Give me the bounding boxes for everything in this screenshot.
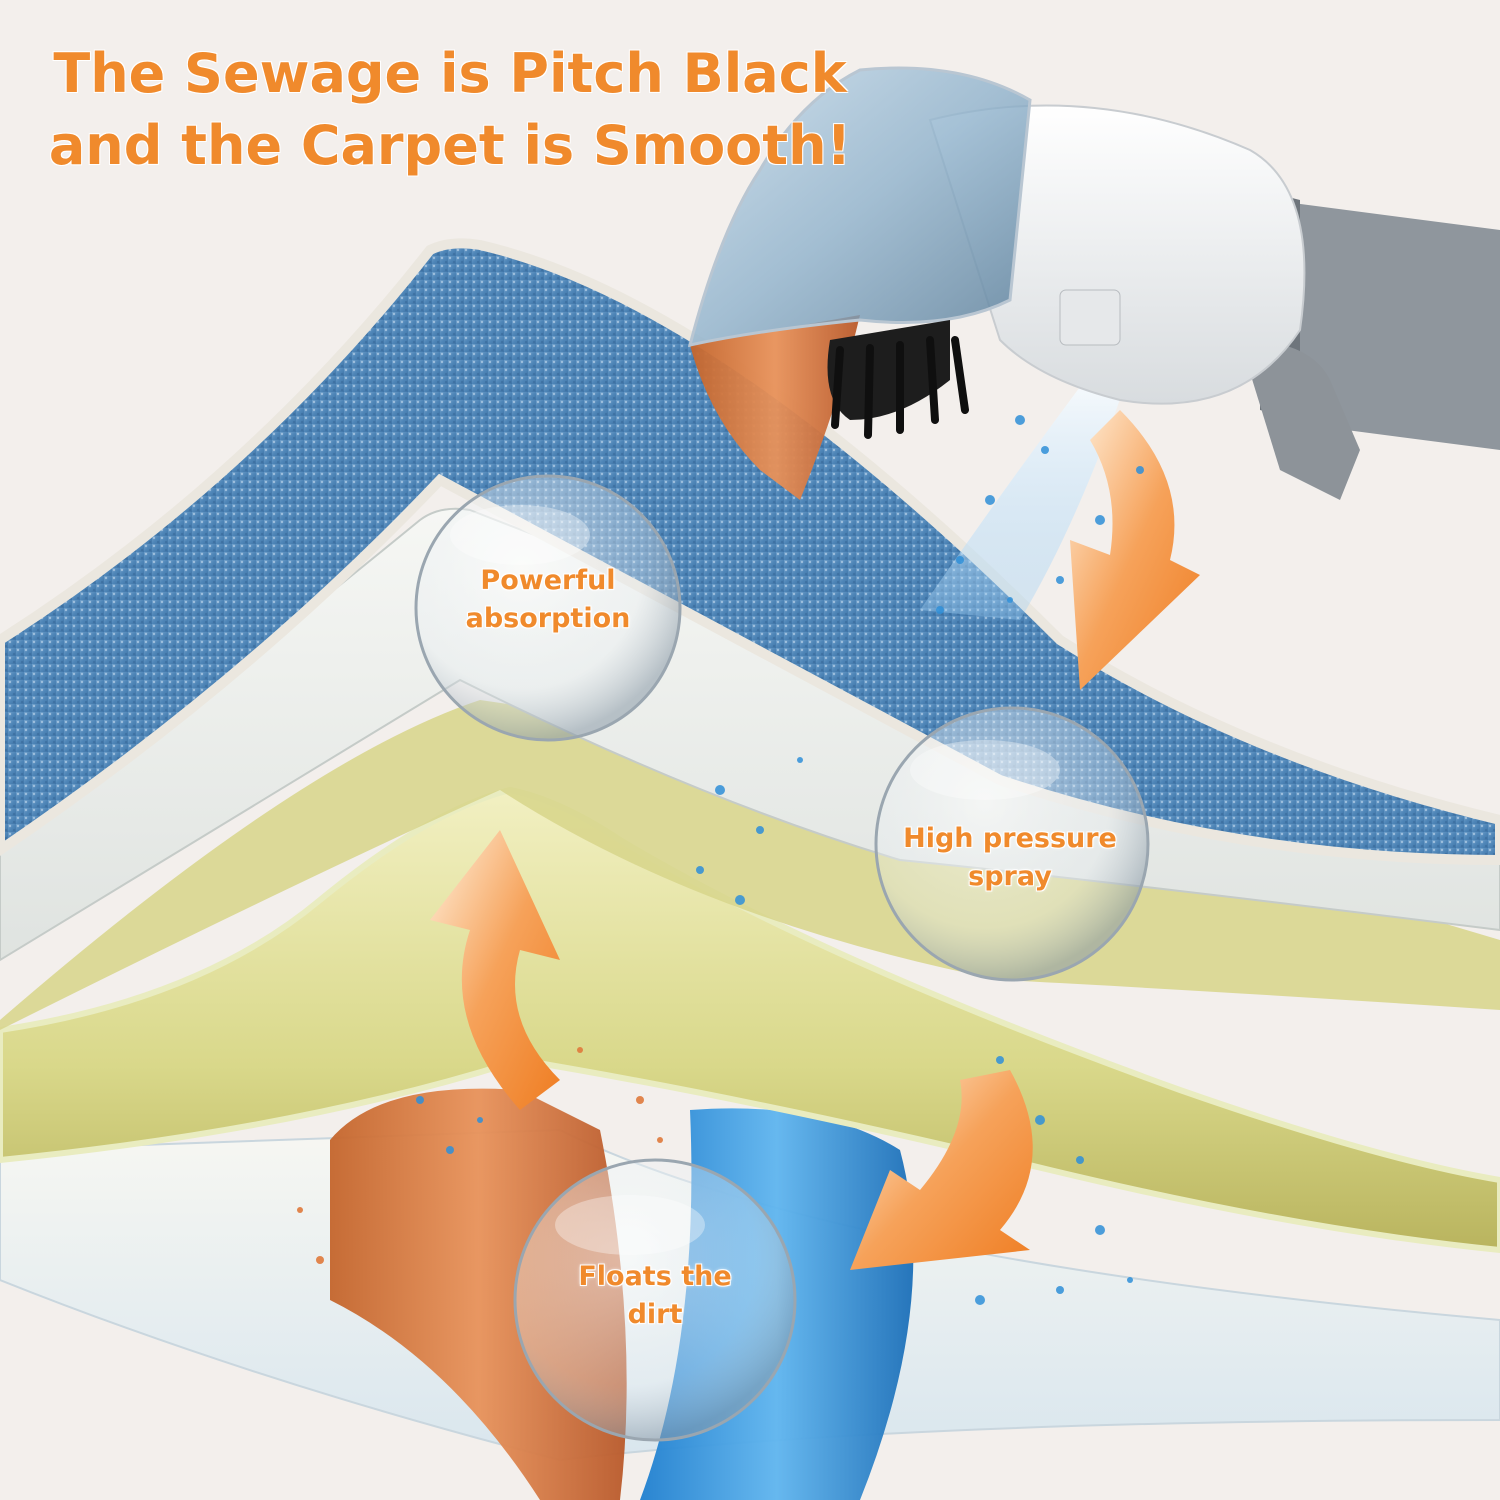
- spot-cleaner-head: [687, 66, 1500, 500]
- feature-label-spray: High pressure spray: [860, 820, 1160, 896]
- arrow-spray-down: [1070, 410, 1200, 690]
- bubble-absorption: [414, 474, 682, 742]
- bubble-float: [513, 1158, 797, 1442]
- headline-line-2: and the Carpet is Smooth!: [48, 114, 852, 177]
- feature-label-float: Floats the dirt: [525, 1258, 785, 1334]
- feature-label-line: dirt: [627, 1299, 683, 1330]
- water-droplets: [416, 415, 1144, 1305]
- feature-label-line: Floats the: [578, 1261, 732, 1292]
- foam-layer: [0, 786, 1500, 1254]
- suction-stream: [690, 315, 860, 500]
- feature-label-line: Powerful: [480, 565, 616, 596]
- foam-back-layer: [0, 700, 1500, 1030]
- carpet-layer: [0, 238, 1500, 866]
- arrow-float-down: [850, 1070, 1033, 1270]
- feature-label-line: spray: [968, 861, 1052, 892]
- feature-label-line: absorption: [465, 603, 631, 634]
- headline-line-1: The Sewage is Pitch Black: [53, 42, 847, 105]
- bubble-spray: [874, 706, 1150, 982]
- spray-cone: [920, 360, 1130, 620]
- arrow-absorb-up: [430, 830, 560, 1110]
- feature-label-line: High pressure: [903, 823, 1117, 854]
- dirt-droplets: [297, 1047, 663, 1264]
- feature-label-absorption: Powerful absorption: [418, 562, 678, 638]
- headline: The Sewage is Pitch Black and the Carpet…: [40, 38, 860, 182]
